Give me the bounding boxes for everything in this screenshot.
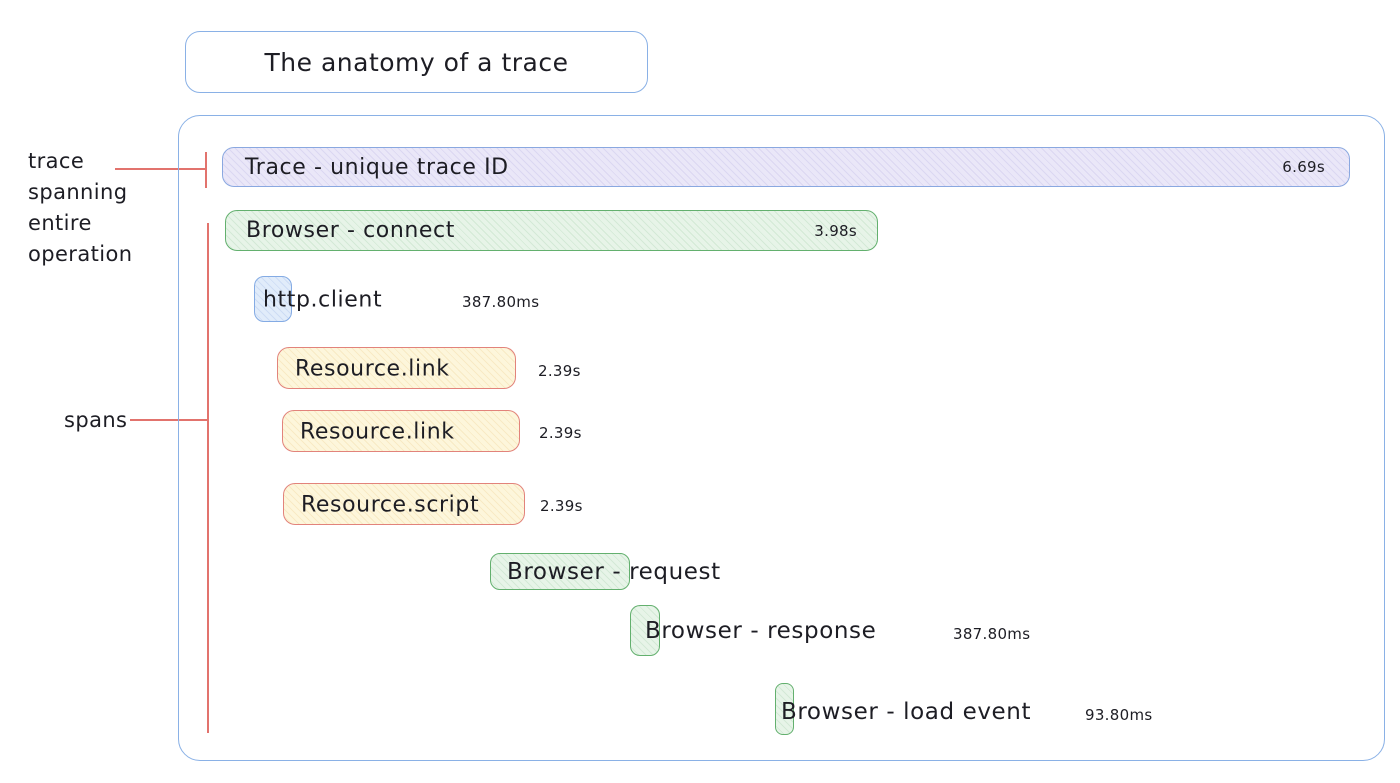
span-browser-response-box (630, 605, 660, 656)
span-http-client-label: http.client (263, 287, 383, 313)
span-trace: Trace - unique trace ID 6.69s (222, 147, 1350, 187)
span-resource-script-duration: 2.39s (540, 497, 583, 515)
span-browser-load-event-label: Browser - load event (781, 699, 1032, 725)
span-browser-response-label: Browser - response (645, 618, 877, 644)
title-box: The anatomy of a trace (185, 31, 648, 93)
span-trace-label: Trace - unique trace ID (245, 154, 509, 180)
spans-bracket-line (207, 223, 209, 733)
span-resource-script-label: Resource.script (301, 492, 480, 518)
span-browser-load-event-duration: 93.80ms (1085, 706, 1153, 724)
span-browser-request-label: Browser - request (507, 559, 721, 585)
span-resource-link-2-box (282, 410, 520, 452)
span-resource-link-1-duration: 2.39s (538, 362, 581, 380)
span-http-client-duration: 387.80ms (462, 293, 540, 311)
spans-pointer-line (130, 419, 209, 421)
span-browser-response-duration: 387.80ms (953, 625, 1031, 643)
span-resource-link-1-box (277, 347, 516, 389)
trace-pointer-tick (205, 152, 207, 188)
diagram-title: The anatomy of a trace (264, 47, 569, 77)
span-browser-load-event-box (775, 683, 794, 735)
span-browser-connect-label: Browser - connect (246, 218, 455, 243)
span-resource-link-2-label: Resource.link (300, 419, 455, 445)
span-browser-request-box (490, 553, 630, 590)
span-resource-link-2-duration: 2.39s (539, 424, 582, 442)
annotation-trace-spanning: trace spanning entire operation (28, 149, 133, 266)
annotation-spans: spans (64, 408, 128, 432)
span-browser-connect-duration: 3.98s (814, 221, 857, 240)
span-resource-link-1-label: Resource.link (295, 356, 450, 382)
span-resource-script-box (283, 483, 525, 525)
span-browser-connect: Browser - connect 3.98s (225, 210, 878, 251)
trace-outer-box (178, 115, 1385, 761)
span-trace-duration: 6.69s (1282, 158, 1325, 176)
span-http-client-box (254, 276, 292, 322)
trace-pointer-line (115, 168, 206, 170)
